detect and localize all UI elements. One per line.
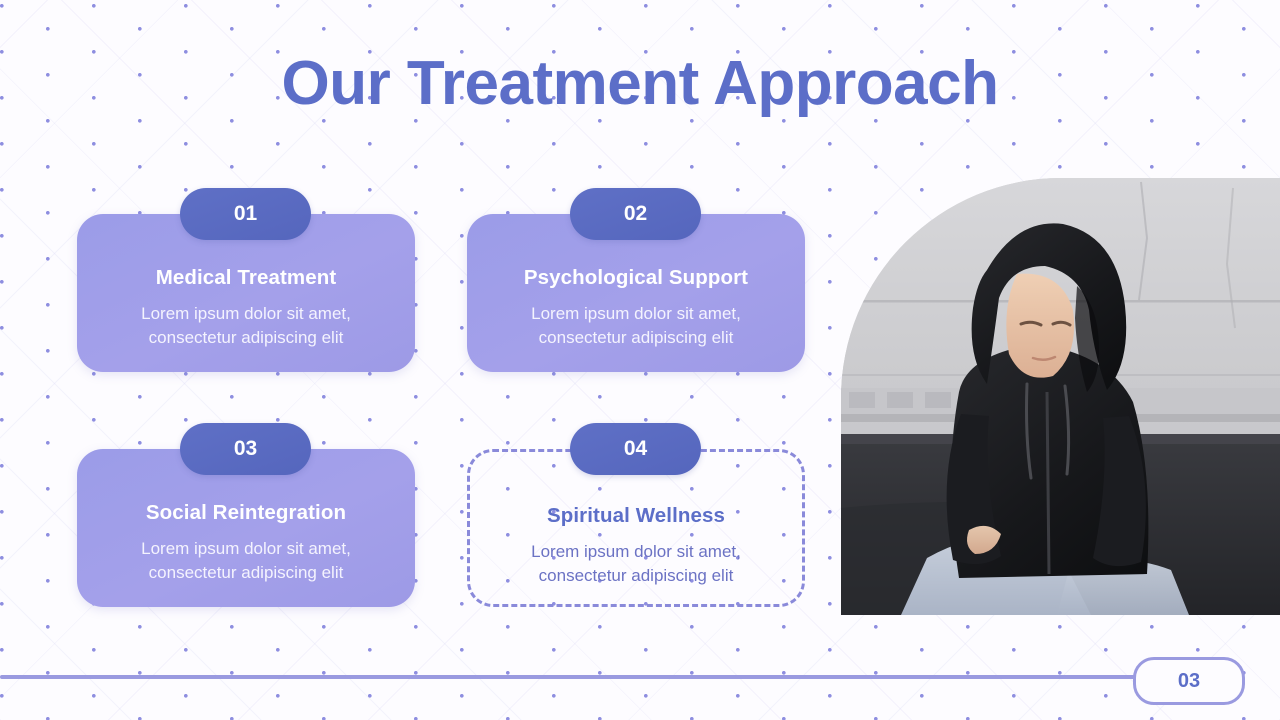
card-description: Lorem ipsum dolor sit amet, consectetur … xyxy=(531,304,741,348)
card-title: Medical Treatment xyxy=(155,266,337,289)
footer-divider-line xyxy=(0,675,1150,679)
card-description: Lorem ipsum dolor sit amet, consectetur … xyxy=(141,304,351,348)
approach-card-02[interactable]: Psychological Support Lorem ipsum dolor … xyxy=(467,214,805,372)
approach-card-01[interactable]: Medical Treatment Lorem ipsum dolor sit … xyxy=(77,214,415,372)
card-title: Psychological Support xyxy=(523,266,749,289)
page-title: Our Treatment Approach xyxy=(281,49,999,118)
page-number-badge: 03 xyxy=(1133,657,1245,705)
card-number-badge-03: 03 xyxy=(180,423,311,475)
card-title: Social Reintegration xyxy=(145,501,347,524)
card-description: Lorem ipsum dolor sit amet, consectetur … xyxy=(531,542,741,586)
card-title: Spiritual Wellness xyxy=(546,504,725,527)
approach-card-03[interactable]: Social Reintegration Lorem ipsum dolor s… xyxy=(77,449,415,607)
card-number-badge-04: 04 xyxy=(570,423,701,475)
card-number-badge-02: 02 xyxy=(570,188,701,240)
hero-photo xyxy=(841,178,1280,615)
card-description: Lorem ipsum dolor sit amet, consectetur … xyxy=(141,539,351,583)
photo-illustration xyxy=(841,178,1280,615)
card-number-badge-01: 01 xyxy=(180,188,311,240)
